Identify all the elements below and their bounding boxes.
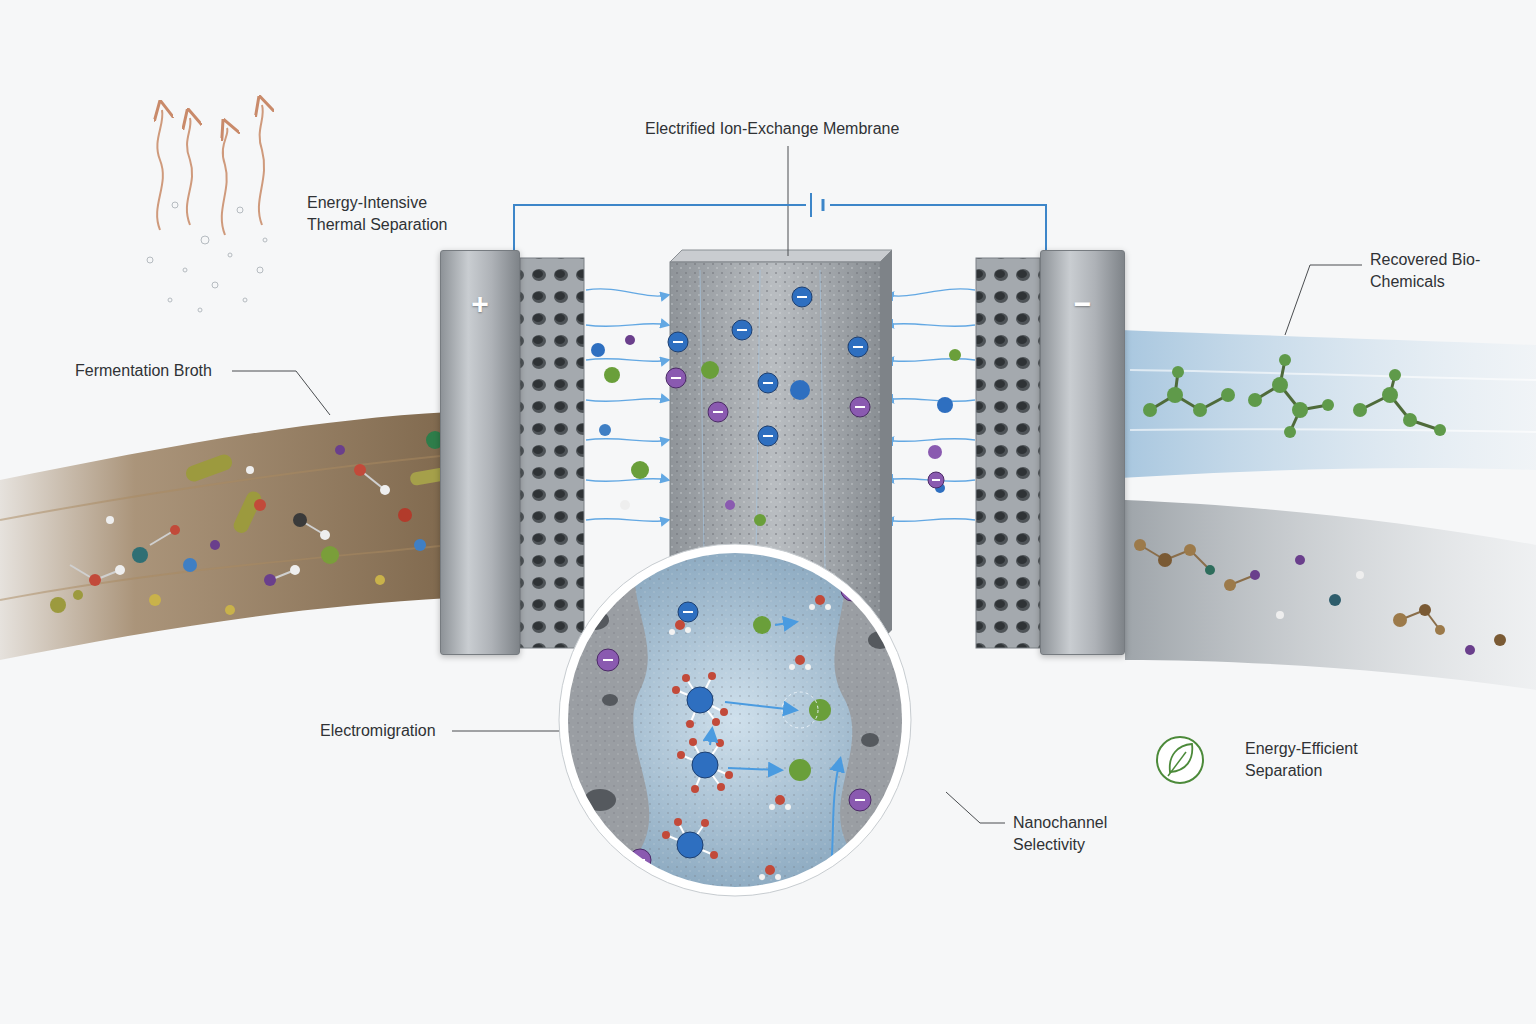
heat-arrows xyxy=(157,105,264,235)
ions xyxy=(591,287,961,526)
mechanism-label: Electromigration xyxy=(320,720,436,742)
magnified-nanochannel xyxy=(559,544,911,896)
benefit-label: Energy-Efficient Separation xyxy=(1245,738,1385,782)
mechanism-label: Nanochannel Selectivity xyxy=(1013,812,1125,856)
residual-stream xyxy=(1125,500,1536,690)
recovered-stream xyxy=(1120,330,1536,478)
vapour-bubbles xyxy=(147,202,267,312)
leaf-icon xyxy=(1157,737,1203,783)
electrode-sign: − xyxy=(1074,251,1092,321)
electrode-plate: − xyxy=(1040,250,1125,655)
stream-label: Fermentation Broth xyxy=(75,360,212,382)
circuit-wire xyxy=(514,205,1046,250)
membrane-label: Electrified Ion-Exchange Membrane xyxy=(645,118,899,140)
broth-stream xyxy=(0,412,450,660)
electrode-sign: + xyxy=(471,251,489,321)
process-label: Energy-Intensive Thermal Separation xyxy=(307,192,457,236)
electrode-plate: + xyxy=(440,250,520,655)
stream-label: Recovered Bio-Chemicals xyxy=(1370,249,1488,293)
